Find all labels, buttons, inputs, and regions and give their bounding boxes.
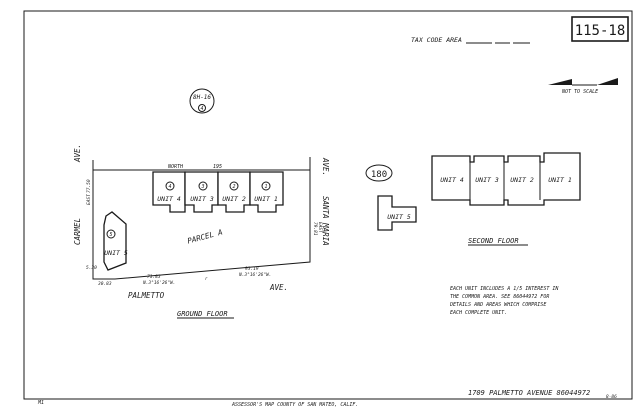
second-floor-building-outline — [431, 152, 581, 206]
ground-unit-5-outline — [103, 211, 127, 271]
unit-5-num-circle — [106, 229, 116, 239]
bottom-tick: r — [205, 276, 208, 281]
unit-3-num-circle — [198, 181, 208, 191]
map-number: 115-18 — [575, 23, 626, 39]
bottom-right-distance: 93.19 — [245, 266, 259, 272]
north-dimension: 195 — [213, 164, 222, 170]
parcel-a-label: PARCEL A — [186, 227, 223, 245]
scale-wedge-right — [597, 78, 618, 85]
corner-distance: 5.30 — [86, 265, 97, 271]
right-bearing: EAST — [317, 222, 323, 233]
bottom-left-distance: 71.83 — [147, 274, 161, 280]
unit-4-number: 4 — [168, 184, 171, 190]
ground-unit-1-label: UNIT 1 — [254, 195, 278, 203]
map-number-box — [571, 16, 629, 42]
second-floor-title: SECOND FLOOR — [468, 237, 519, 245]
carmel-street-ave: AVE. — [73, 144, 82, 163]
unit-1-number: 1 — [264, 184, 267, 190]
ground-unit-2-outline — [217, 171, 251, 213]
footer-right-code: 8-86 — [606, 394, 617, 400]
north-label: NORTH — [167, 164, 184, 170]
ground-unit-3-outline — [184, 171, 219, 213]
footer-left-code: M1 — [37, 400, 44, 406]
ground-unit-4-label: UNIT 4 — [157, 195, 181, 203]
second-unit-5-label: UNIT 5 — [387, 213, 411, 221]
second-unit-3-label: UNIT 3 — [475, 176, 499, 184]
sheet-border — [23, 10, 633, 400]
note-line-1: EACH UNIT INCLUDES A 1/5 INTEREST IN — [450, 286, 559, 292]
second-unit-4-label: UNIT 4 — [440, 176, 464, 184]
assessor-footer: ASSESSOR'S MAP COUNTY OF SAN MATEO, CALI… — [231, 402, 358, 408]
unit-3-number: 3 — [200, 184, 204, 190]
second-unit-1-label: UNIT 1 — [548, 176, 572, 184]
ground-unit-3-label: UNIT 3 — [190, 195, 214, 203]
ground-floor-title: GROUND FLOOR — [177, 310, 228, 318]
unit-2-number: 2 — [232, 184, 235, 190]
scale-note: NOT TO SCALE — [561, 89, 598, 95]
parcel-a-boundary — [92, 169, 311, 280]
unit-1-num-circle — [261, 181, 271, 191]
bottom-right-bearing: N.3°16'26"W. — [238, 272, 272, 278]
palmetto-street-name: PALMETTO — [128, 291, 165, 300]
note-line-4: EACH COMPLETE UNIT. — [450, 310, 507, 316]
unit-5-number: 5 — [109, 232, 112, 238]
santa-maria-street-name: SANTA MARIA — [321, 196, 330, 246]
parcel-ref-number: 180 — [371, 170, 387, 180]
scale-wedge-left — [548, 79, 572, 85]
palmetto-street-ave: AVE. — [269, 283, 288, 292]
block-ref-circle — [189, 88, 215, 114]
parcel-ref-circle — [365, 164, 393, 182]
santa-maria-street-ave: AVE. — [321, 157, 330, 176]
block-ref-label: 8H-16 — [193, 94, 211, 101]
right-distance: 79.81 — [312, 222, 318, 236]
note-line-2: THE COMMON AREA. SEE 86044972 FOR — [450, 294, 549, 300]
ground-unit-1-outline — [249, 171, 284, 213]
note-line-3: DETAILS AND AREAS WHICH COMPRISE — [449, 302, 546, 308]
ground-unit-5-label: UNIT 5 — [104, 249, 128, 257]
second-unit-5-outline — [377, 195, 417, 231]
corner-distance-2: 30.83 — [97, 281, 112, 287]
tax-code-area-label: TAX CODE AREA — [411, 36, 462, 44]
carmel-street-name: CARMEL — [73, 218, 82, 245]
parcel-address: 1709 PALMETTO AVENUE 86044972 — [468, 389, 590, 397]
bottom-left-bearing: N.3°16'26"W. — [142, 280, 176, 286]
block-ref-sub: 4 — [200, 106, 203, 112]
unit-2-num-circle — [229, 181, 239, 191]
left-distance: 77.50 — [86, 179, 92, 193]
ground-unit-4-outline — [152, 171, 186, 213]
left-bearing: EAST — [86, 194, 92, 205]
second-unit-2-label: UNIT 2 — [510, 176, 534, 184]
ground-unit-2-label: UNIT 2 — [222, 195, 246, 203]
unit-4-num-circle — [165, 181, 175, 191]
block-ref-sub-circle — [198, 104, 206, 112]
